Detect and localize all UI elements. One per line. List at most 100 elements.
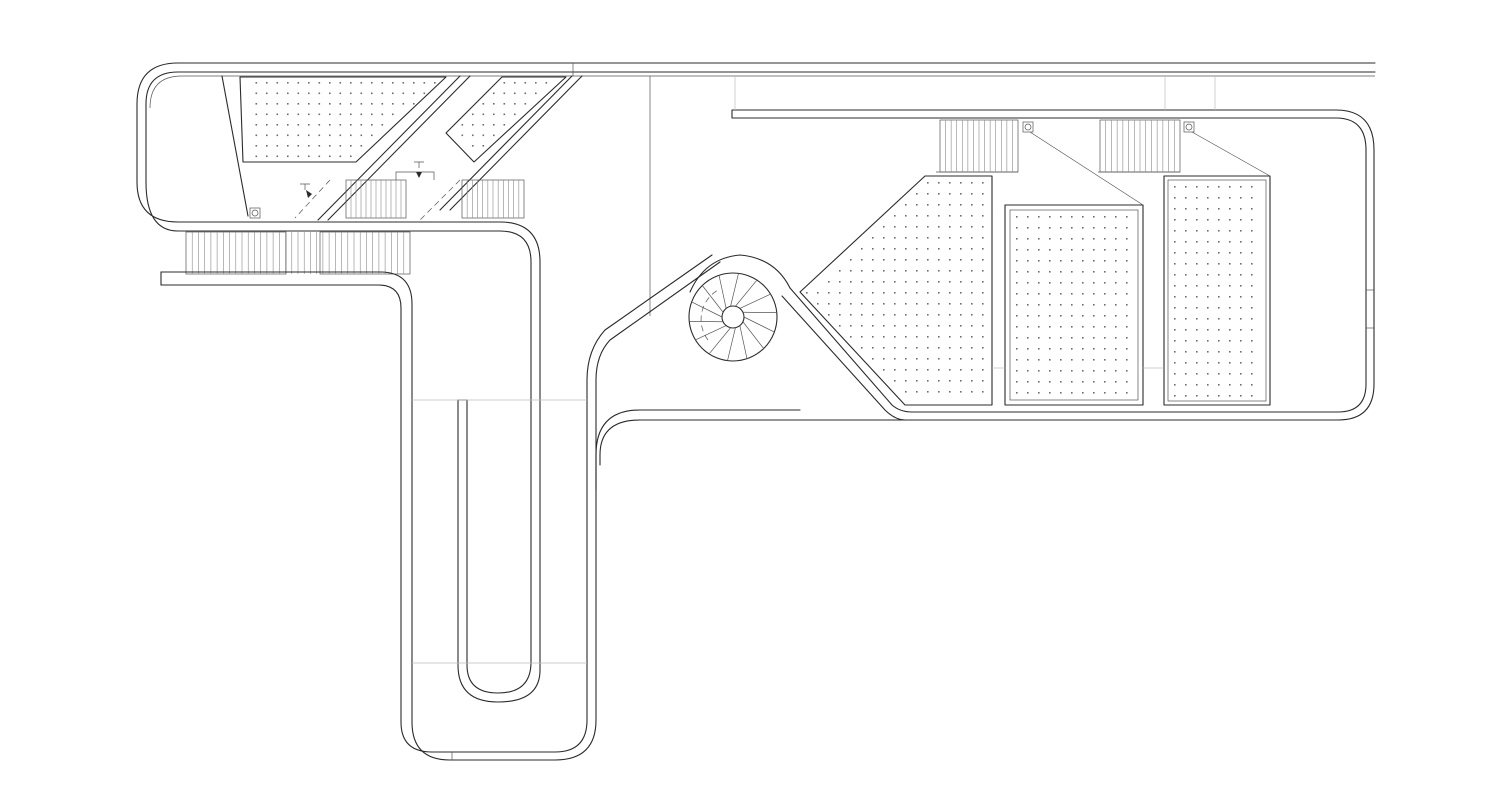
perforation-dot — [1115, 348, 1117, 350]
perforation-dot — [894, 314, 896, 316]
perforation-dot — [1126, 315, 1128, 317]
perforation-dot — [927, 182, 929, 184]
perforation-dot — [1185, 373, 1187, 375]
perforation-dot — [1049, 381, 1051, 383]
perforation-dot — [916, 281, 918, 283]
perforation-dot — [883, 292, 885, 294]
perforation-dot — [982, 226, 984, 228]
perforation-dot — [329, 82, 331, 84]
perforation-dot — [1196, 329, 1198, 331]
perforation-dot — [982, 270, 984, 272]
perforation-dot — [1082, 326, 1084, 328]
perforation-dot — [883, 248, 885, 250]
perforation-dot — [1174, 219, 1176, 221]
perforation-dot — [1126, 359, 1128, 361]
perforation-dot — [524, 103, 527, 105]
perforation-dot — [872, 248, 874, 250]
perforation-dot — [905, 303, 907, 305]
corridor-curve-inner — [595, 409, 801, 491]
perforation-dot — [318, 103, 321, 105]
perforation-dot — [1093, 260, 1095, 262]
perforation-dot — [1060, 326, 1062, 328]
perforation-dot — [381, 113, 384, 116]
perforation-dot — [916, 358, 918, 360]
perforation-dot — [1251, 230, 1253, 232]
perforation-dot — [1093, 249, 1095, 251]
perforation-dot — [927, 391, 929, 393]
perforation-dot — [927, 380, 929, 382]
perforation-dot — [938, 336, 940, 338]
perforation-dot — [472, 145, 474, 147]
perforation-dot — [850, 303, 852, 305]
perforation-dot — [287, 103, 289, 105]
perforation-dot — [1093, 337, 1095, 339]
perforation-dot — [1038, 348, 1040, 350]
perforation-dot — [1207, 186, 1209, 188]
perforation-dot — [1027, 216, 1029, 218]
perforation-dot — [982, 314, 984, 316]
spiral-tread — [739, 325, 748, 359]
section-marker-2-arrow — [306, 190, 312, 198]
spiral-treads — [689, 273, 777, 361]
perforation-dot — [287, 155, 289, 158]
perforation-dot — [1207, 384, 1209, 386]
perforation-dot — [482, 113, 485, 116]
perforation-dot — [1251, 274, 1253, 276]
perforation-dot — [1093, 359, 1095, 361]
perforation-dot — [276, 113, 279, 116]
perforation-dot — [1229, 285, 1231, 287]
perforation-dot — [381, 124, 384, 126]
perforation-dot — [1218, 318, 1220, 320]
perforation-dot — [350, 103, 352, 105]
perforation-dot — [308, 82, 310, 84]
perforation-dot — [360, 113, 363, 116]
perforation-dot — [1104, 260, 1106, 262]
perforation-dot — [276, 155, 279, 158]
perforation-dot — [1229, 395, 1231, 397]
perforation-dot — [1104, 348, 1106, 350]
perforation-dot — [861, 347, 863, 349]
perforation-dot — [308, 145, 310, 147]
perforation-dot — [297, 82, 300, 84]
perforation-dot — [266, 92, 268, 95]
perforation-dot — [905, 248, 907, 250]
perforation-dot — [350, 82, 352, 84]
perforation-dot — [1196, 318, 1198, 320]
perforation-dot — [872, 281, 874, 283]
perforation-dot — [329, 92, 331, 95]
perforation-dot — [1071, 293, 1073, 295]
perforation-dot — [949, 336, 951, 338]
perforation-dot — [883, 237, 885, 239]
spiral-outer-ring — [688, 272, 778, 362]
perforation-dot — [949, 391, 951, 393]
perforation-dot — [1229, 219, 1231, 221]
perforation-dot — [371, 82, 373, 84]
perforation-dot — [938, 215, 940, 217]
perforation-dot — [1207, 351, 1209, 353]
panel-mid-outline — [1004, 204, 1144, 406]
perforation-dot — [894, 325, 896, 327]
perforation-dot — [927, 325, 929, 327]
perforation-dot — [1174, 318, 1176, 320]
perforation-dot — [960, 182, 962, 184]
perforation-dot — [1174, 208, 1176, 210]
perforation-dot — [1060, 249, 1062, 251]
outer-wall-outer-line — [136, 62, 1376, 703]
perforation-dot — [1016, 326, 1018, 328]
perforation-dot — [392, 103, 394, 105]
perforation-dot — [1229, 351, 1231, 353]
perforation-dot — [861, 336, 863, 338]
perforation-dot — [423, 82, 426, 84]
perforation-dot — [894, 226, 896, 228]
perforation-dot — [883, 259, 885, 261]
perforation-dot — [927, 369, 929, 371]
perforation-dot — [1126, 238, 1128, 240]
perforation-dot — [1240, 373, 1242, 375]
panel-east-tie — [1191, 131, 1271, 177]
perforation-dot — [927, 358, 929, 360]
perforation-dot — [1126, 304, 1128, 306]
perforation-dot — [1115, 315, 1117, 317]
perforation-dot — [982, 303, 984, 305]
perforation-dot — [982, 347, 984, 349]
perforation-dot — [949, 303, 951, 305]
